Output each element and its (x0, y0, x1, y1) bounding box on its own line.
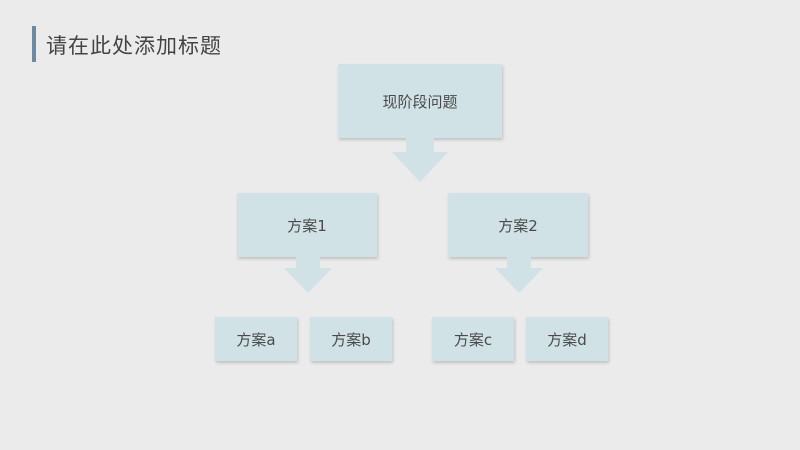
node-root-label: 现阶段问题 (382, 92, 458, 111)
node-plan-c[interactable]: 方案c (432, 317, 514, 361)
title-accent-bar (32, 26, 36, 62)
node-plan-d[interactable]: 方案d (526, 317, 608, 361)
arrow-plan-2-down-icon (495, 257, 543, 293)
node-plan-b-label: 方案b (331, 330, 371, 349)
node-plan-a[interactable]: 方案a (215, 317, 297, 361)
node-plan-d-label: 方案d (547, 330, 587, 349)
node-plan-1[interactable]: 方案1 (237, 193, 377, 257)
node-plan-a-label: 方案a (236, 330, 276, 349)
page-title[interactable]: 请在此处添加标题 (46, 34, 222, 58)
node-root[interactable]: 现阶段问题 (338, 64, 502, 138)
arrow-plan-1-down-icon (284, 257, 332, 293)
node-plan-b[interactable]: 方案b (310, 317, 392, 361)
node-plan-1-label: 方案1 (287, 216, 327, 235)
node-plan-2-label: 方案2 (498, 216, 538, 235)
node-plan-2[interactable]: 方案2 (448, 193, 588, 257)
arrow-root-down-icon (392, 138, 448, 182)
node-plan-c-label: 方案c (453, 330, 493, 349)
